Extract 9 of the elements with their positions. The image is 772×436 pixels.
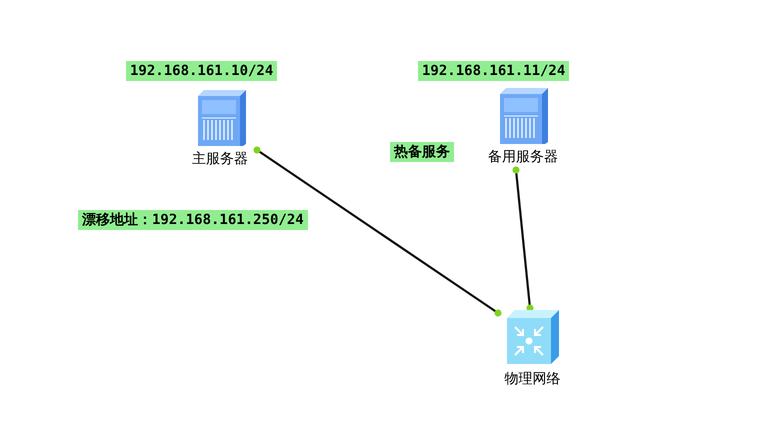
connection-line xyxy=(254,146,502,316)
connection-line xyxy=(512,166,534,312)
ip-address-label: 192.168.161.11/24 xyxy=(418,61,570,81)
address-label: 漂移地址：192.168.161.250/24 xyxy=(78,210,308,230)
device-label: 备用服务器 xyxy=(487,148,559,166)
device-label: 物理网络 xyxy=(504,370,562,388)
device-label: 主服务器 xyxy=(191,150,249,168)
ip-address-label: 192.168.161.10/24 xyxy=(126,61,278,81)
service-label: 热备服务 xyxy=(390,142,454,162)
